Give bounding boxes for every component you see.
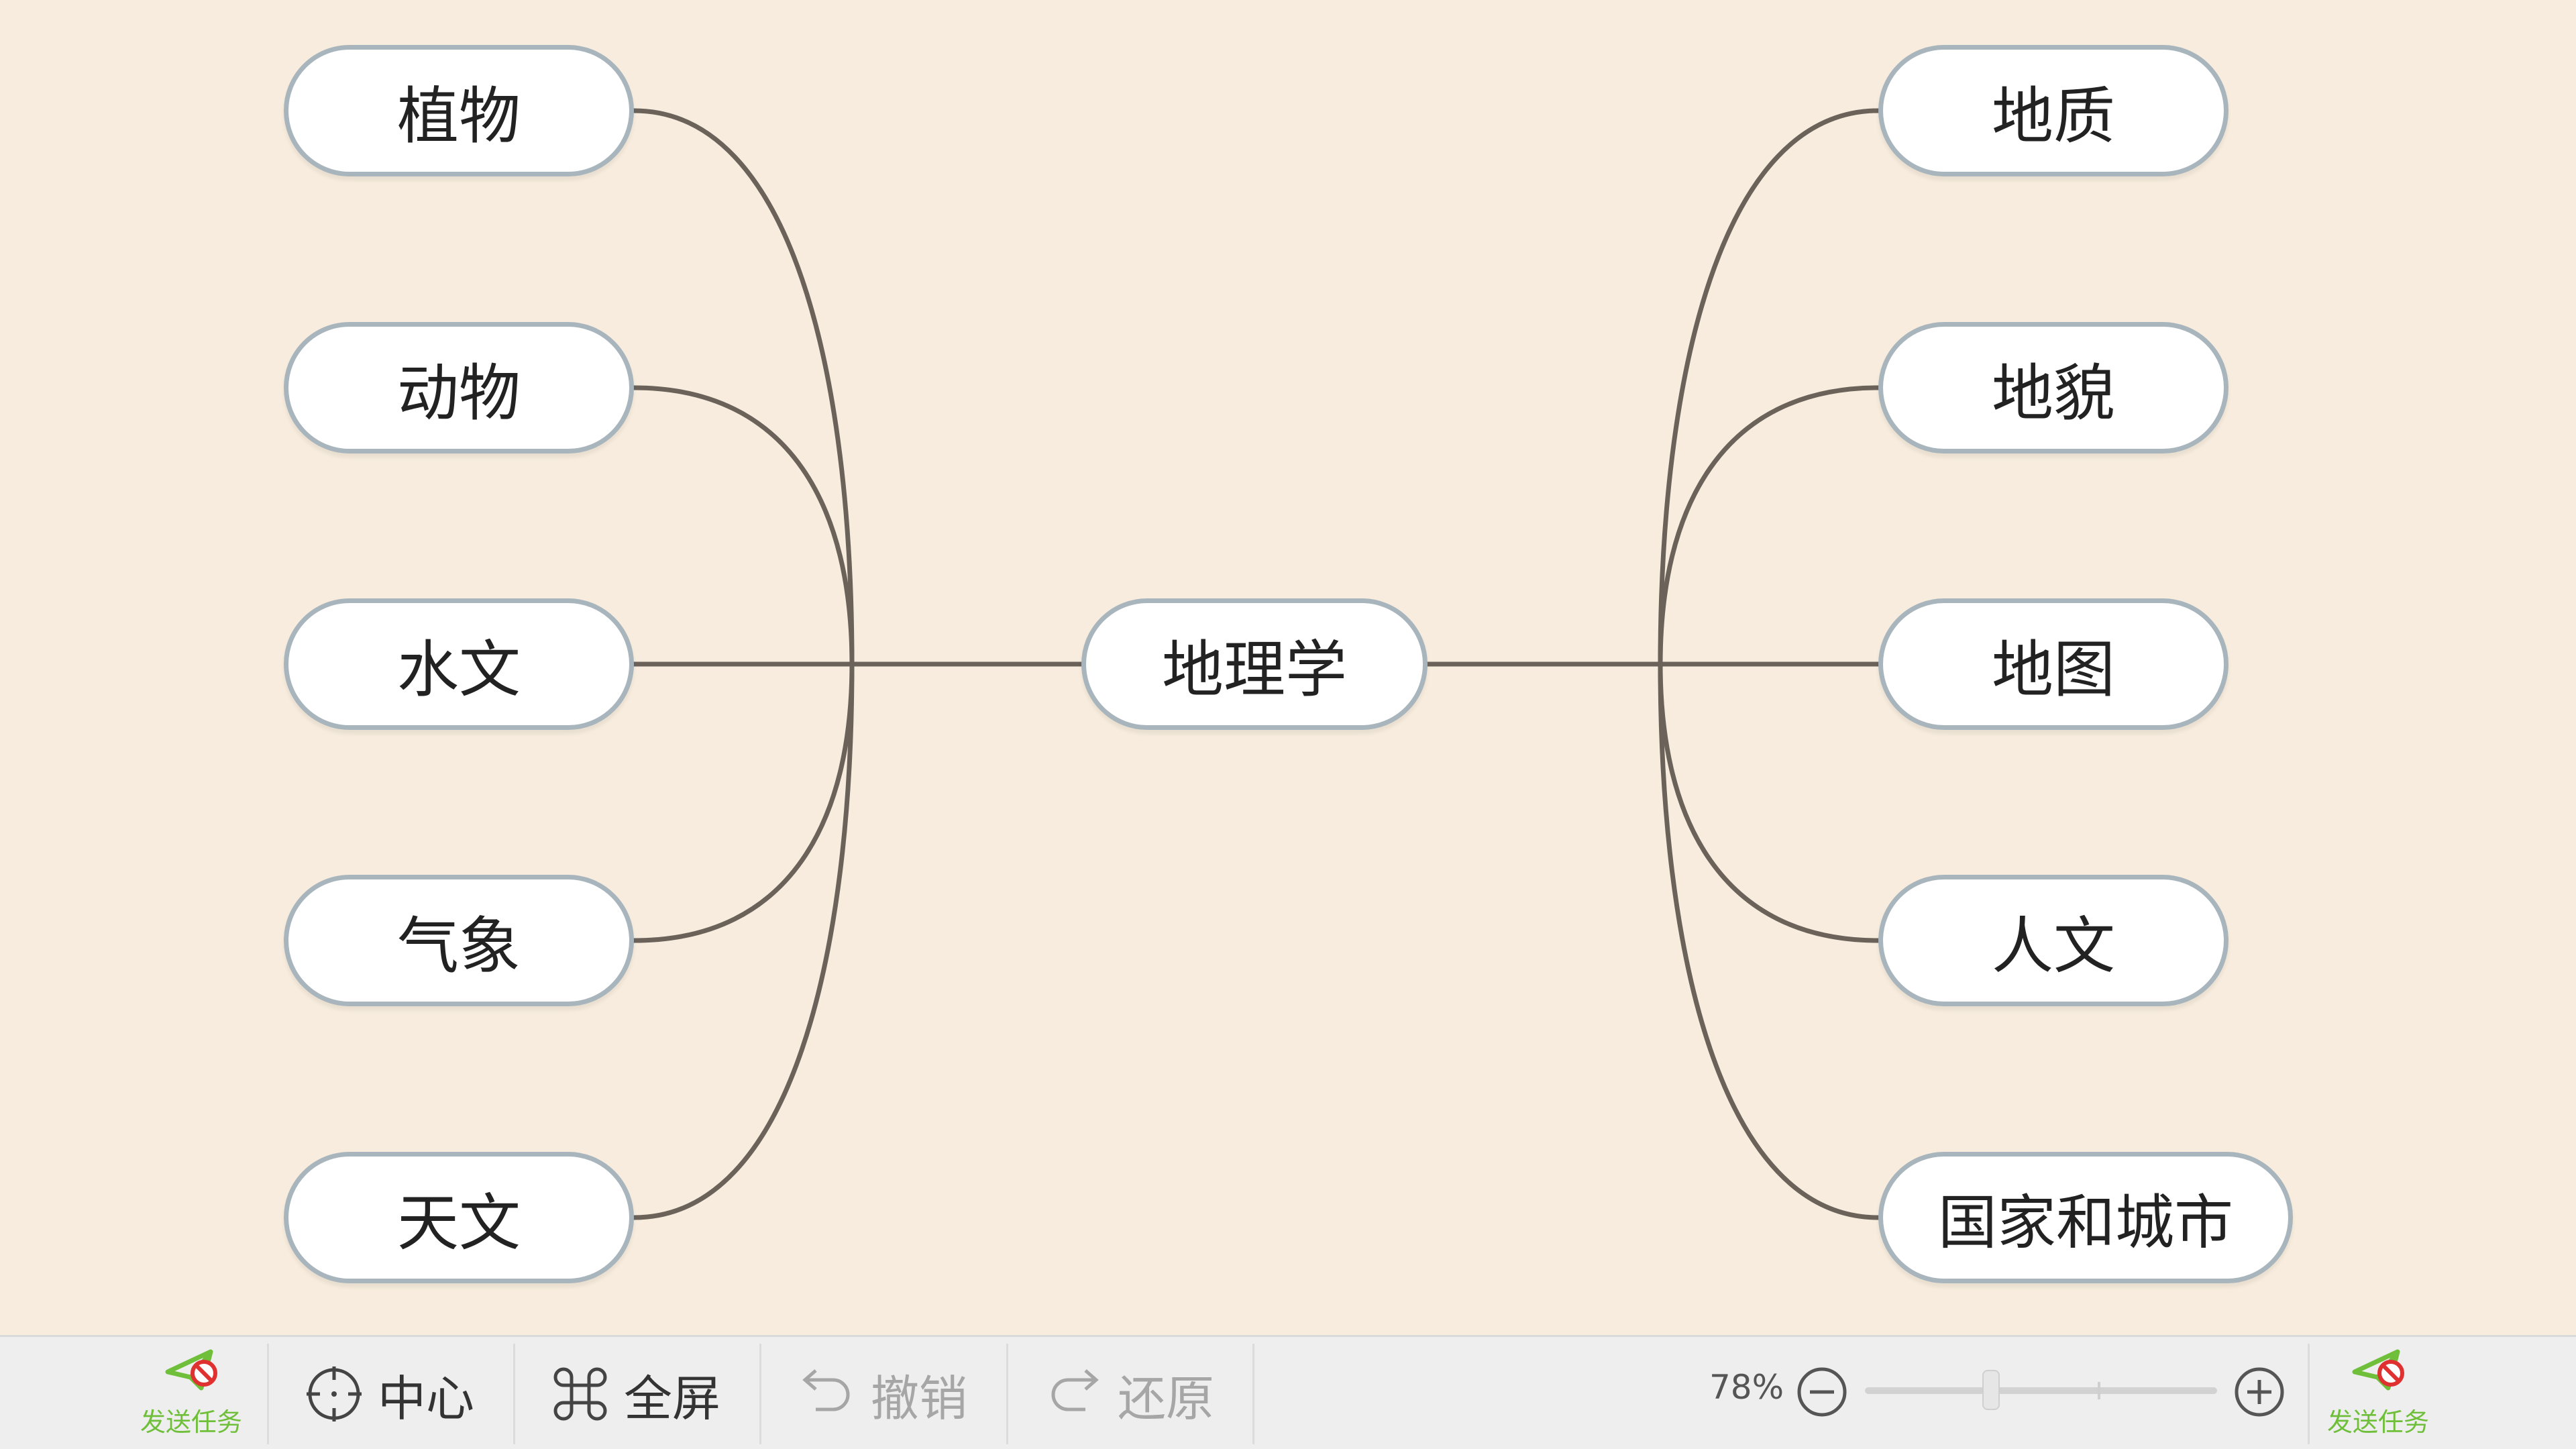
redo-button[interactable]: 还原: [1045, 1350, 1214, 1438]
undo-arrow-icon: [802, 1369, 850, 1411]
paper-plane-forbidden-icon: [2352, 1349, 2404, 1391]
left-node-2[interactable]: 动物: [284, 322, 634, 453]
left-node-1[interactable]: 植物: [284, 45, 634, 176]
paper-plane-forbidden-icon: [165, 1349, 217, 1391]
toolbar-separator: [1252, 1344, 1254, 1444]
left-node-4[interactable]: 气象: [284, 875, 634, 1006]
toolbar-separator: [1006, 1344, 1008, 1444]
left-node-3[interactable]: 水文: [284, 598, 634, 730]
send-task-button-right[interactable]: 发送任务: [2308, 1342, 2449, 1443]
zoom-out-icon[interactable]: [1795, 1365, 1849, 1419]
command-icon: [553, 1367, 607, 1421]
mindmap-canvas[interactable]: 地理学 植物 动物 水文 气象 天文 地质 地貌 地图 人文 国家和城市: [0, 0, 2576, 1335]
fullscreen-button[interactable]: 全屏: [551, 1350, 720, 1438]
center-button[interactable]: 中心: [305, 1350, 474, 1438]
right-node-2[interactable]: 地貌: [1878, 322, 2229, 453]
connector-right-4: [1658, 661, 1881, 943]
send-task-button-left[interactable]: 发送任务: [121, 1342, 262, 1443]
center-label: 中心: [378, 1370, 475, 1427]
fullscreen-label: 全屏: [624, 1370, 721, 1427]
redo-arrow-icon: [1051, 1369, 1099, 1411]
undo-button[interactable]: 撤销: [798, 1350, 967, 1438]
toolbar-separator: [2308, 1344, 2310, 1444]
connector-left-1: [631, 108, 855, 667]
right-node-3[interactable]: 地图: [1878, 598, 2229, 730]
connector-right-1: [1658, 108, 1881, 667]
right-node-1[interactable]: 地质: [1878, 45, 2229, 176]
left-node-5[interactable]: 天文: [284, 1152, 634, 1283]
root-node[interactable]: 地理学: [1081, 598, 1428, 730]
toolbar-separator: [759, 1344, 761, 1444]
undo-label: 撤销: [871, 1370, 968, 1427]
zoom-slider-thumb[interactable]: [1982, 1370, 2000, 1410]
right-node-5[interactable]: 国家和城市: [1878, 1152, 2293, 1283]
right-node-4[interactable]: 人文: [1878, 875, 2229, 1006]
send-task-label: 发送任务: [140, 1407, 242, 1437]
toolbar-separator: [267, 1344, 269, 1444]
connector-left-4: [631, 661, 855, 943]
connector-left-5: [631, 661, 855, 1220]
connector-right-5: [1658, 661, 1881, 1220]
connector-left-2: [631, 385, 855, 667]
zoom-slider-tick: [2098, 1382, 2100, 1399]
zoom-level-readout: 78%: [1709, 1368, 1784, 1407]
redo-label: 还原: [1118, 1370, 1215, 1427]
crosshair-icon: [307, 1366, 362, 1421]
connector-lines: [631, 108, 1881, 1220]
bottom-toolbar: 发送任务 中心 全屏 撤销: [0, 1335, 2576, 1449]
send-task-label: 发送任务: [2326, 1407, 2429, 1437]
zoom-slider-track[interactable]: [1865, 1387, 2217, 1394]
toolbar-separator: [513, 1344, 515, 1444]
connector-right-2: [1658, 385, 1881, 667]
zoom-in-icon[interactable]: [2233, 1365, 2286, 1419]
